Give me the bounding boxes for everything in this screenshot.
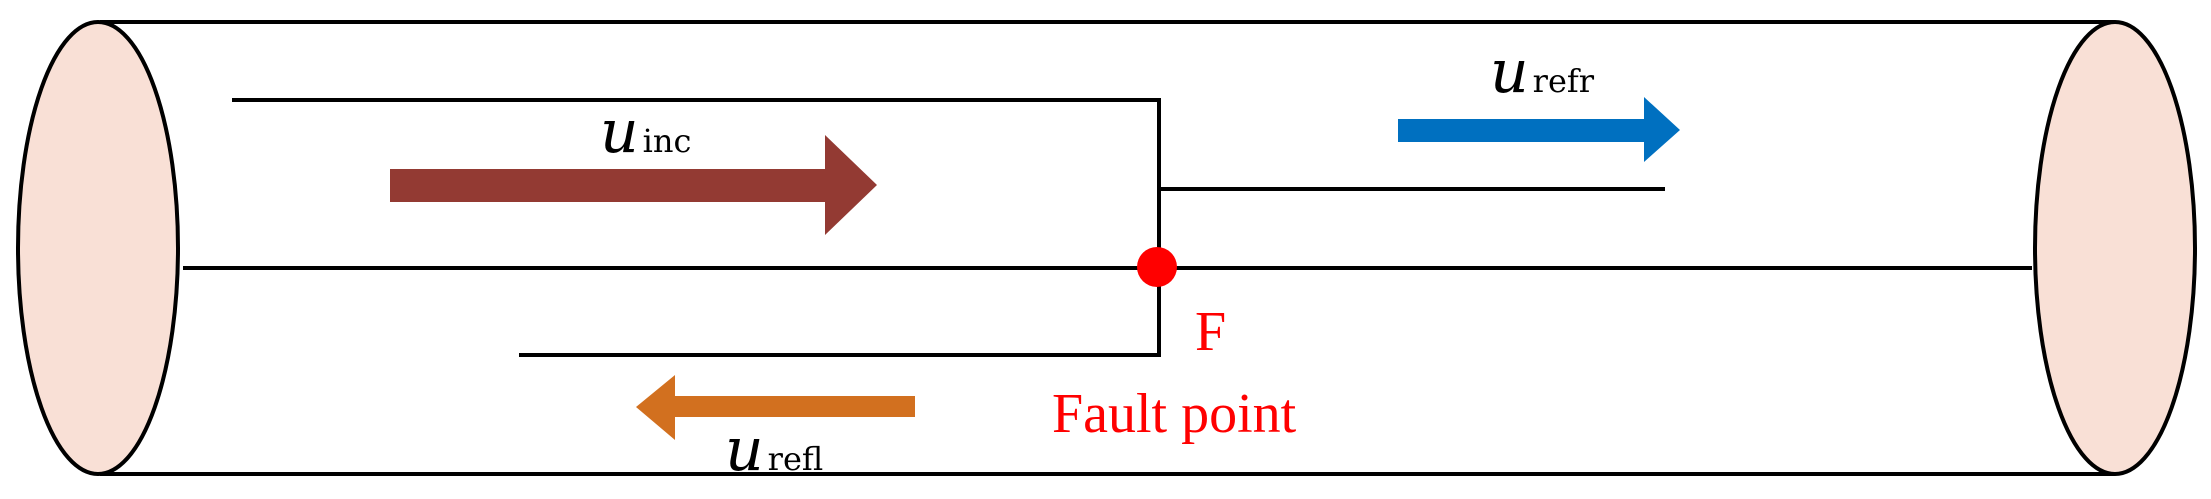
incident-label-symbol: u (600, 97, 639, 167)
incident-label-subscript: inc (643, 122, 692, 160)
fault-letter: F (1195, 301, 1226, 363)
refracted-label-subscript: refr (1533, 62, 1595, 100)
reflected-label-subscript: refl (768, 440, 824, 478)
reflected-label-symbol: u (725, 415, 764, 485)
reflected-arrow-icon (636, 375, 915, 440)
refracted-label-symbol: u (1490, 37, 1529, 107)
refracted-arrow-icon (1398, 97, 1680, 162)
cable-left-end (16, 20, 180, 476)
fault-caption: Fault point (1052, 383, 1297, 445)
cable-right-end (2033, 20, 2197, 476)
incident-arrow-icon (390, 135, 877, 235)
fault-point-dot-icon (1137, 247, 1177, 287)
